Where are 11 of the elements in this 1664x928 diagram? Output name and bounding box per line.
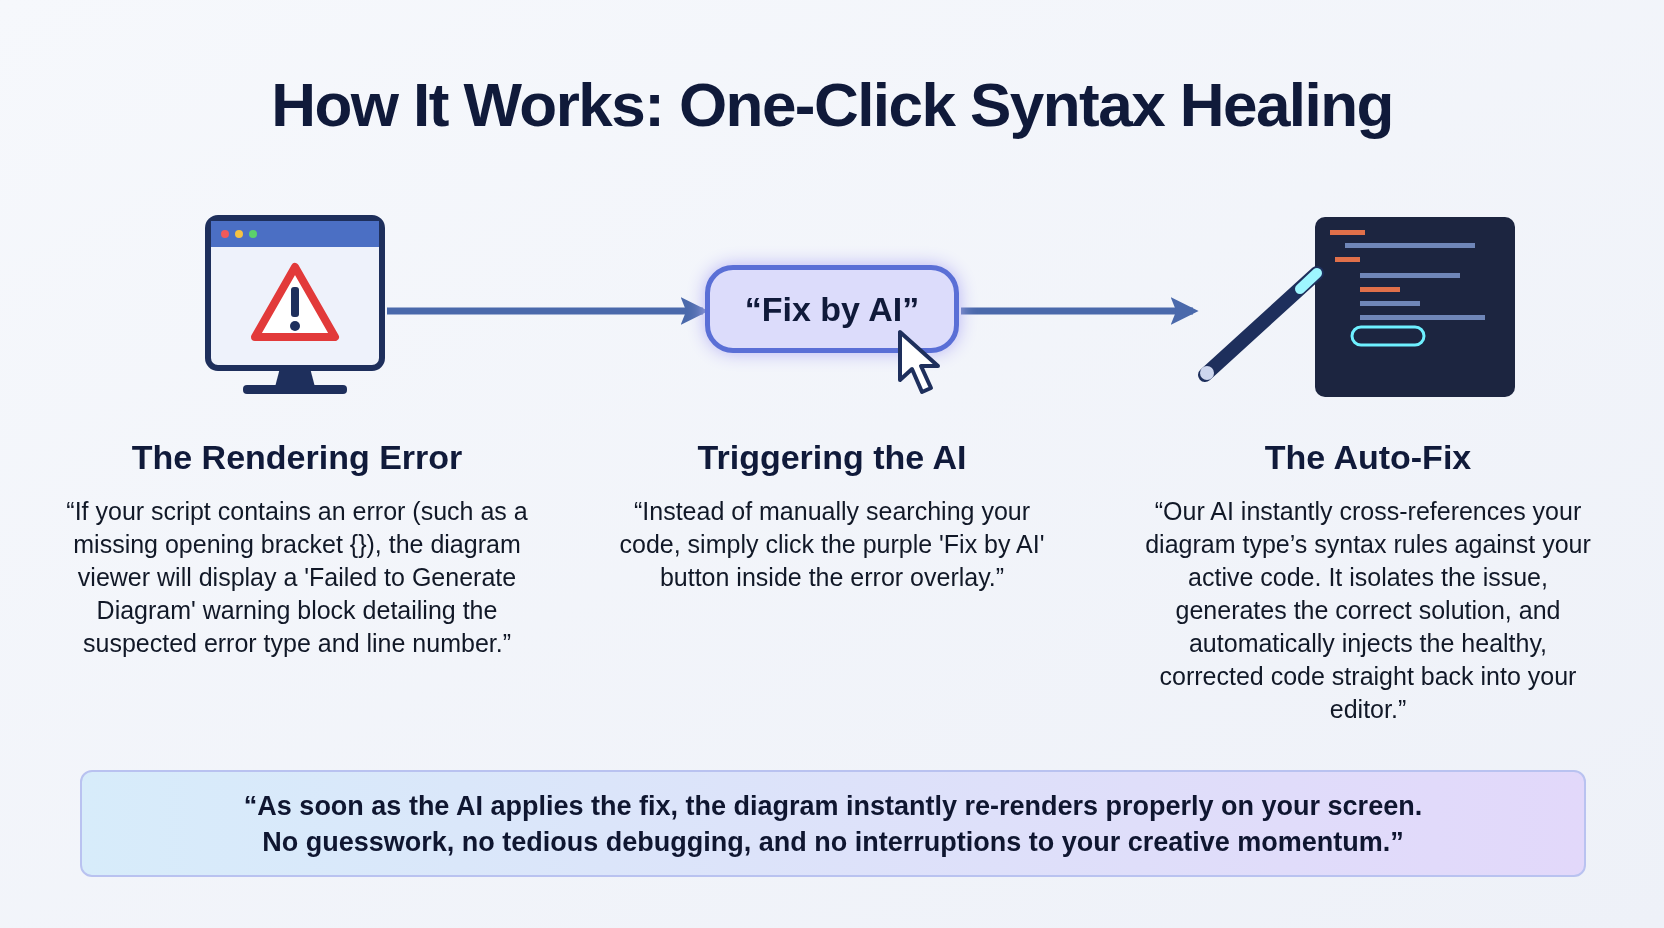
arrow [961, 297, 1199, 325]
title: How It Works: One-Click Syntax Healing [270, 69, 1394, 141]
fix-button: “Fix by AI” [705, 265, 959, 353]
step-heading: Triggering the AI [697, 437, 967, 478]
step-description: “Instead of manually searching your code, simply click the purple 'Fix by AI' button inside the error overlay.” [618, 496, 1046, 593]
summary-text: “As soon as the AI applies the fix, the diagram instantly re-renders properly on your screen. No guesswork, no tedious debugging, and no interruptions to your creative momentum.” [243, 789, 1423, 859]
summary-banner [80, 770, 1586, 877]
step-heading: The Rendering Error [131, 437, 463, 478]
step-description: “If your script contains an error (such as a missing opening bracket {}), the diagram viewer will display a 'Failed to Generate Diagram' warning block detailing the suspected error type and line number.” [65, 496, 529, 659]
step-description: “Our AI instantly cross-references your diagram type’s syntax rules against your active code. It isolates the issue, generates the correct solution, and automatically injects the healthy, corrected code straight back into your editor.” [1144, 496, 1592, 725]
step-heading: The Auto-Fix [1264, 437, 1472, 478]
